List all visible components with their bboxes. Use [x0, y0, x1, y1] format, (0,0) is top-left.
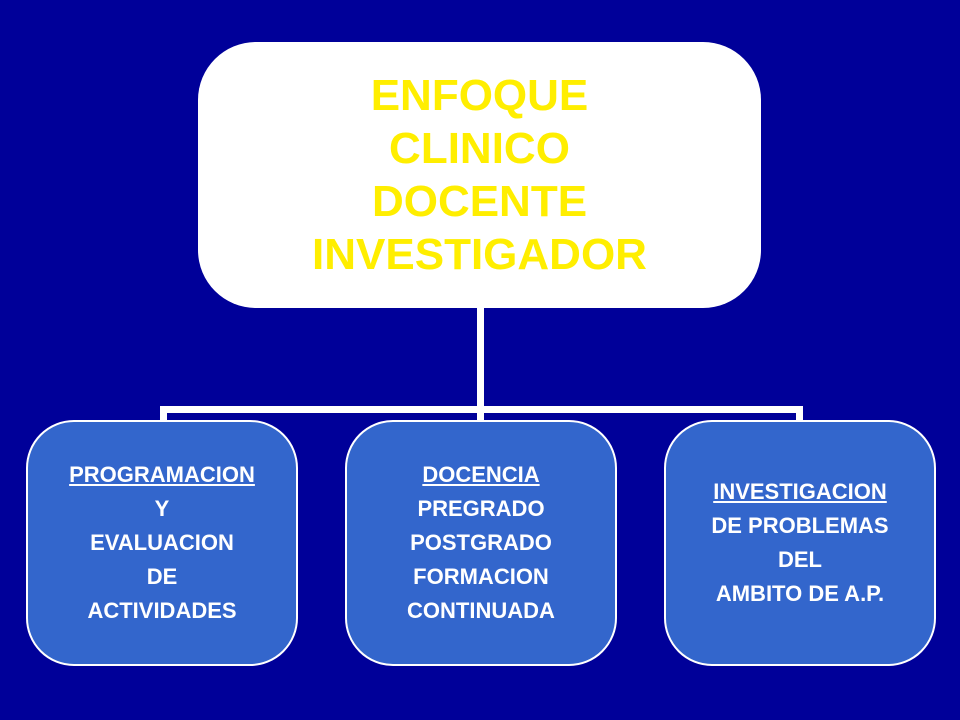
top-node-line: CLINICO: [389, 124, 570, 173]
child-node-investigacion: INVESTIGACION DE PROBLEMAS DEL AMBITO DE…: [664, 420, 936, 666]
child-node-heading: INVESTIGACION: [713, 479, 887, 504]
top-node-line: INVESTIGADOR: [312, 230, 647, 279]
child-node-line: DEL: [778, 547, 822, 572]
child-node-line: DE PROBLEMAS: [711, 513, 889, 538]
top-node: ENFOQUE CLINICO DOCENTE INVESTIGADOR: [198, 42, 761, 308]
child-node-line: DE: [146, 564, 178, 589]
child-node-line: FORMACION: [413, 564, 549, 589]
top-node-line: ENFOQUE: [370, 71, 589, 120]
child-node-line: ACTIVIDADES: [87, 598, 237, 623]
connector-center-drop: [477, 406, 484, 424]
connector-left-drop: [160, 406, 167, 424]
top-node-line: DOCENTE: [371, 177, 588, 226]
child-node-heading: PROGRAMACION: [69, 462, 255, 487]
child-node-heading: DOCENCIA: [422, 462, 540, 487]
child-node-line: EVALUACION: [90, 530, 234, 555]
child-node-docencia: DOCENCIA PREGRADO POSTGRADO FORMACION CO…: [345, 420, 617, 666]
connector-trunk: [477, 306, 484, 413]
child-node-line: PREGRADO: [417, 496, 545, 521]
child-node-line: CONTINUADA: [407, 598, 555, 623]
connector-right-drop: [796, 406, 803, 424]
child-node-line: Y: [154, 496, 170, 521]
child-node-programacion: PROGRAMACION Y EVALUACION DE ACTIVIDADES: [26, 420, 298, 666]
child-node-line: AMBITO DE A.P.: [715, 581, 885, 606]
child-node-line: POSTGRADO: [410, 530, 552, 555]
